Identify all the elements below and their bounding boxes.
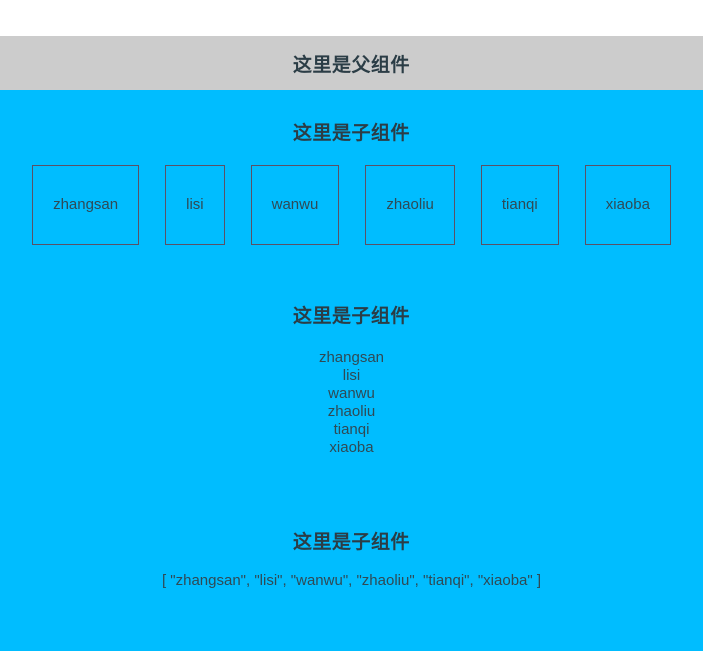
child-section-array: 这里是子组件 [ "zhangsan", "lisi", "wanwu", "z… (0, 499, 703, 589)
name-box[interactable]: zhaoliu (365, 165, 455, 245)
child-section-boxes-title: 这里是子组件 (292, 123, 410, 144)
name-box-row: zhangsan lisi wanwu zhaoliu tianqi xiaoba (0, 165, 703, 245)
parent-component-title: 这里是父组件 (292, 55, 410, 76)
name-box[interactable]: tianqi (480, 165, 559, 245)
name-box[interactable]: xiaoba (584, 165, 671, 245)
section-spacer (0, 485, 703, 499)
array-text-value: [ "zhangsan", "lisi", "wanwu", "zhaoliu"… (161, 572, 542, 589)
list-item: tianqi (333, 421, 370, 438)
section-spacer (0, 457, 703, 485)
child-section-array-title: 这里是子组件 (292, 532, 410, 553)
section-spacer (0, 245, 703, 273)
child-section-slot: 这里是子组件 我就是模板 (0, 625, 703, 651)
list-item: zhaoliu (327, 403, 376, 420)
name-box[interactable]: zhangsan (32, 165, 140, 245)
list-item: xiaoba (329, 439, 374, 456)
names-list: zhangsan lisi wanwu zhaoliu tianqi xiaob… (0, 349, 703, 457)
section-spacer (0, 589, 703, 611)
name-box[interactable]: lisi (165, 165, 225, 245)
name-box[interactable]: wanwu (250, 165, 340, 245)
child-section-slot-title: 这里是子组件 (0, 625, 703, 651)
child-section-boxes: 这里是子组件 zhangsan lisi wanwu zhaoliu tianqi xia… (0, 90, 703, 245)
section-spacer (0, 611, 703, 625)
child-section-list-title: 这里是子组件 (292, 306, 410, 327)
list-item: zhangsan (318, 349, 385, 366)
list-item: wanwu (328, 385, 375, 402)
list-item: lisi (342, 367, 361, 384)
child-section-list: 这里是子组件 zhangsan lisi wanwu zhaoliu tianq… (0, 273, 703, 457)
